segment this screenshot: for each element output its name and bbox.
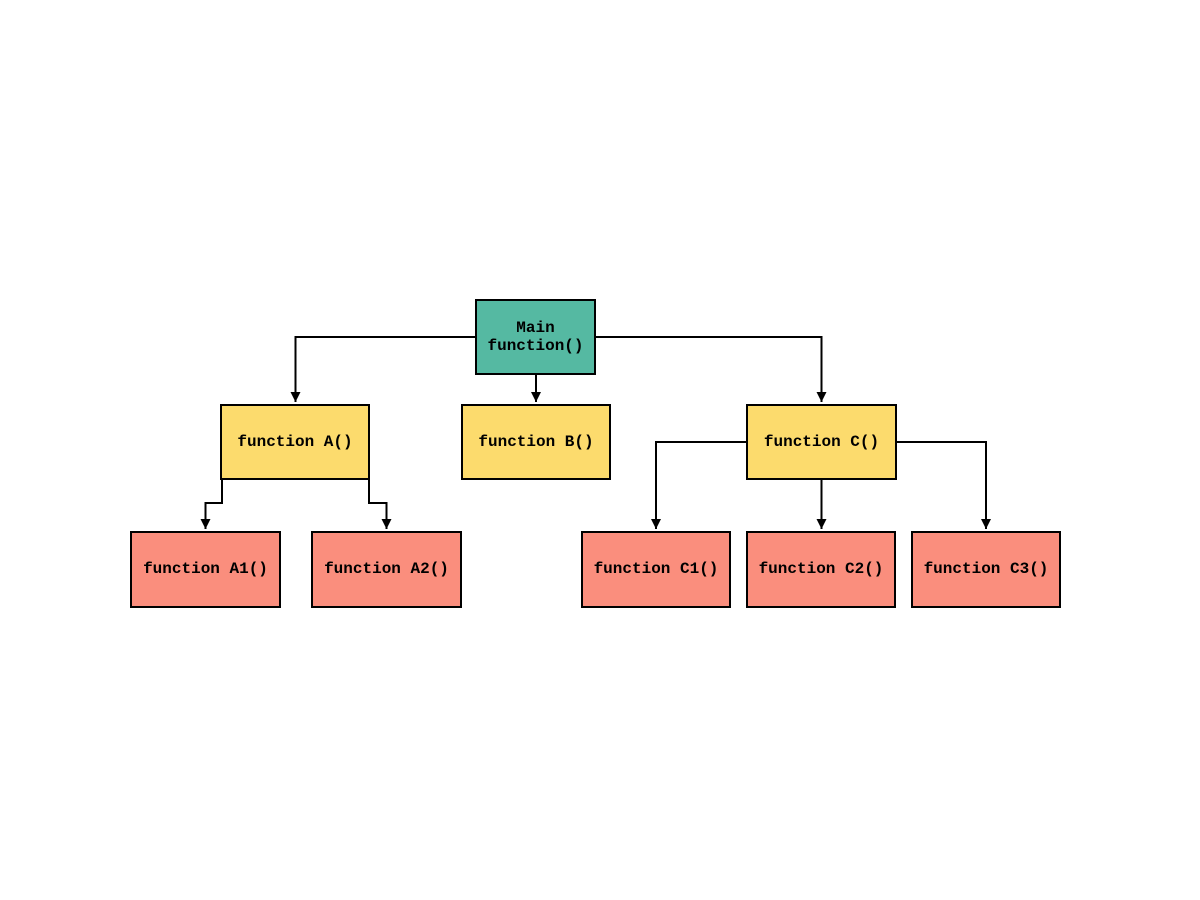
edge-a-a2	[368, 480, 392, 529]
diagram-node-b: function B()	[461, 404, 611, 480]
edge-c-c3	[897, 441, 991, 529]
diagram-node-c3: function C3()	[911, 531, 1061, 608]
edge-c-c1	[651, 441, 746, 529]
diagram-node-c1: function C1()	[581, 531, 731, 608]
diagram-node-a: function A()	[220, 404, 370, 480]
diagram-node-main: Main function()	[475, 299, 596, 375]
edge-main-c	[596, 336, 827, 402]
diagram-node-a2: function A2()	[311, 531, 462, 608]
edge-a-a1	[200, 480, 223, 529]
diagram-node-a1: function A1()	[130, 531, 281, 608]
diagram-node-c: function C()	[746, 404, 897, 480]
edge-main-a	[290, 336, 475, 402]
diagram-node-c2: function C2()	[746, 531, 896, 608]
